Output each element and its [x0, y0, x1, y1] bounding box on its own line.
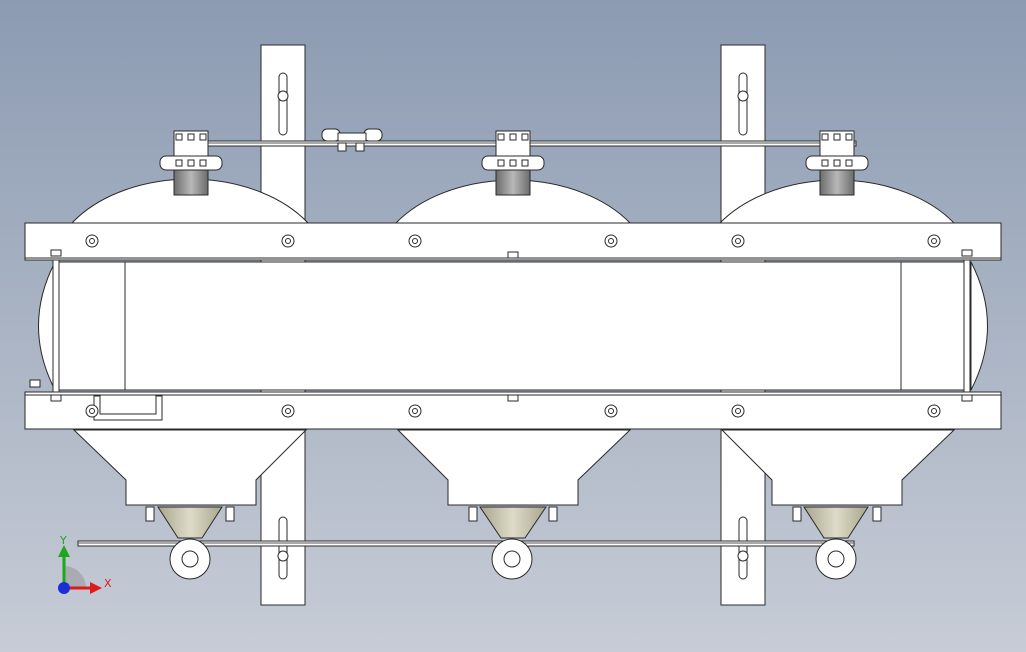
hopper-side-left — [38, 261, 56, 391]
plate-slot — [278, 516, 288, 580]
hopper-side-right — [970, 261, 988, 391]
hopper-funnel-1 — [72, 429, 308, 506]
plate-slot — [738, 516, 748, 580]
hopper-funnel-3 — [720, 429, 956, 506]
small-bracket — [93, 395, 163, 421]
valve-assembly-3 — [805, 130, 869, 196]
rail-bolts — [29, 234, 973, 418]
triad-arc — [64, 566, 86, 588]
plate-slot — [278, 72, 288, 136]
hopper-funnel-2 — [396, 429, 632, 506]
plate-slot — [738, 72, 748, 136]
valve-assemblies — [159, 130, 869, 196]
valve-assembly-2 — [481, 130, 545, 196]
valve-assembly-1 — [159, 130, 223, 196]
x-axis-label: X — [104, 577, 112, 590]
coordinate-triad: Y X — [58, 534, 112, 594]
hopper-body — [124, 261, 902, 391]
model-geometry — [24, 44, 1002, 606]
bottom-conveyor — [77, 538, 857, 580]
y-axis-label: Y — [59, 534, 67, 547]
outlet-cones — [145, 506, 882, 539]
